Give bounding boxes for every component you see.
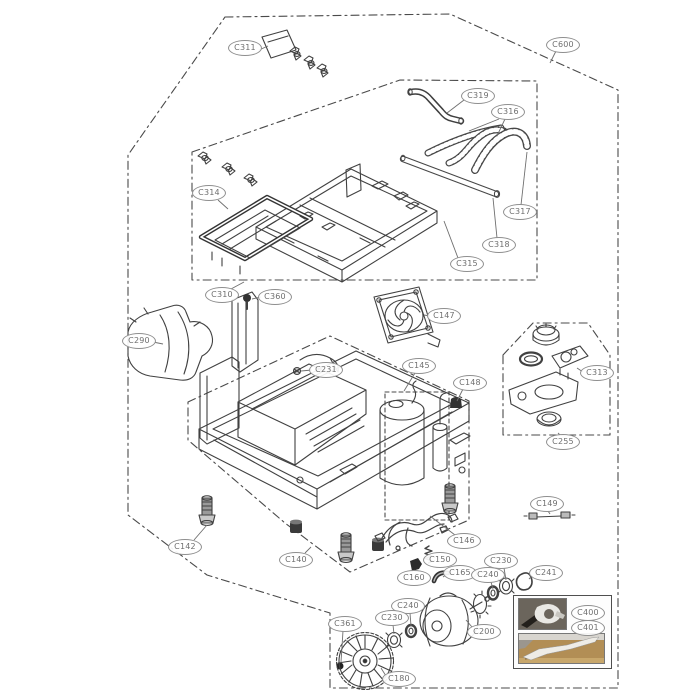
callout-c400[interactable]: C400 [571, 605, 605, 621]
c316-hoses [424, 124, 531, 174]
callout-c150[interactable]: C150 [423, 552, 457, 568]
callout-c160[interactable]: C160 [397, 570, 431, 586]
callout-c311[interactable]: C311 [228, 40, 262, 56]
leader-line-c230 [503, 567, 507, 581]
c313-pump-parts [508, 323, 589, 427]
callout-c255[interactable]: C255 [546, 434, 580, 450]
callout-c316[interactable]: C316 [491, 104, 525, 120]
callout-c310[interactable]: C310 [205, 287, 239, 303]
c318-tube [399, 154, 501, 198]
leader-line-c361 [340, 630, 344, 663]
c319-tube [407, 88, 465, 125]
c314-frame [198, 194, 314, 275]
c360-screw [243, 294, 251, 310]
main-group-boundary [187, 335, 470, 573]
callout-c318[interactable]: C318 [482, 237, 516, 253]
photo-c401-art [519, 634, 604, 663]
c200-motor [419, 590, 492, 647]
leader-line-c318 [492, 197, 498, 239]
callout-c231[interactable]: C231 [309, 362, 343, 378]
pump-group-boundary [502, 322, 611, 436]
compressor-dashed-box [384, 391, 450, 521]
callout-c319[interactable]: C319 [461, 88, 495, 104]
fastener-clips [197, 151, 258, 187]
c241-gasket [515, 572, 533, 591]
callout-c180[interactable]: C180 [382, 671, 416, 687]
base-assembly [198, 350, 471, 510]
callout-c241[interactable]: C241 [529, 565, 563, 581]
c149-cable [523, 511, 576, 520]
callout-c360[interactable]: C360 [258, 289, 292, 305]
mounting-bolts [198, 483, 459, 563]
c160-connector [410, 558, 422, 571]
leader-line-c140 [304, 546, 312, 554]
c146-harness [374, 512, 459, 551]
leader-line-c240 [490, 581, 494, 590]
callout-c317[interactable]: C317 [503, 204, 537, 220]
leader-line-c600 [549, 50, 557, 64]
leader-line-c317 [520, 151, 528, 206]
leader-line-c314 [217, 199, 229, 210]
leader-line-c142 [193, 524, 208, 541]
callout-c230-2[interactable]: C230 [375, 610, 409, 626]
leader-line-c146 [429, 515, 456, 536]
c311-bracket-clips [261, 29, 329, 78]
callout-c230[interactable]: C230 [484, 553, 518, 569]
top-group-boundary [191, 79, 538, 281]
callout-c240[interactable]: C240 [471, 567, 505, 583]
leader-line-c319 [446, 99, 465, 114]
callout-c290[interactable]: C290 [122, 333, 156, 349]
c180-fan-wheel [335, 631, 395, 691]
leader-line-c310 [230, 281, 245, 290]
callout-c361[interactable]: C361 [328, 616, 362, 632]
callout-c147[interactable]: C147 [427, 308, 461, 324]
callout-c600[interactable]: C600 [546, 37, 580, 53]
photo-c400-art [519, 599, 566, 629]
leader-line-c315 [443, 220, 459, 259]
callout-c145[interactable]: C145 [402, 358, 436, 374]
leader-line-c230 [392, 624, 395, 635]
callout-c401[interactable]: C401 [571, 620, 605, 636]
leader-line-c316 [496, 118, 506, 137]
callout-c148[interactable]: C148 [453, 375, 487, 391]
photo-c400 [518, 598, 567, 630]
c147-fan [373, 286, 441, 348]
callout-c200[interactable]: C200 [467, 624, 501, 640]
callout-c315[interactable]: C315 [450, 256, 484, 272]
callout-c149[interactable]: C149 [530, 496, 564, 512]
callout-c313[interactable]: C313 [580, 365, 614, 381]
leader-line-c316 [468, 118, 500, 132]
c148-cap [450, 397, 462, 408]
callout-c142[interactable]: C142 [168, 539, 202, 555]
leader-line-c240 [409, 612, 412, 627]
photo-c401 [518, 633, 605, 664]
leader-line-c148 [456, 388, 464, 402]
callout-c146[interactable]: C146 [447, 533, 481, 549]
leader-line-c145 [403, 372, 416, 392]
callout-c314[interactable]: C314 [192, 185, 226, 201]
callout-c140[interactable]: C140 [279, 552, 313, 568]
rubber-feet [290, 519, 384, 551]
wheel-spokes [337, 634, 394, 687]
